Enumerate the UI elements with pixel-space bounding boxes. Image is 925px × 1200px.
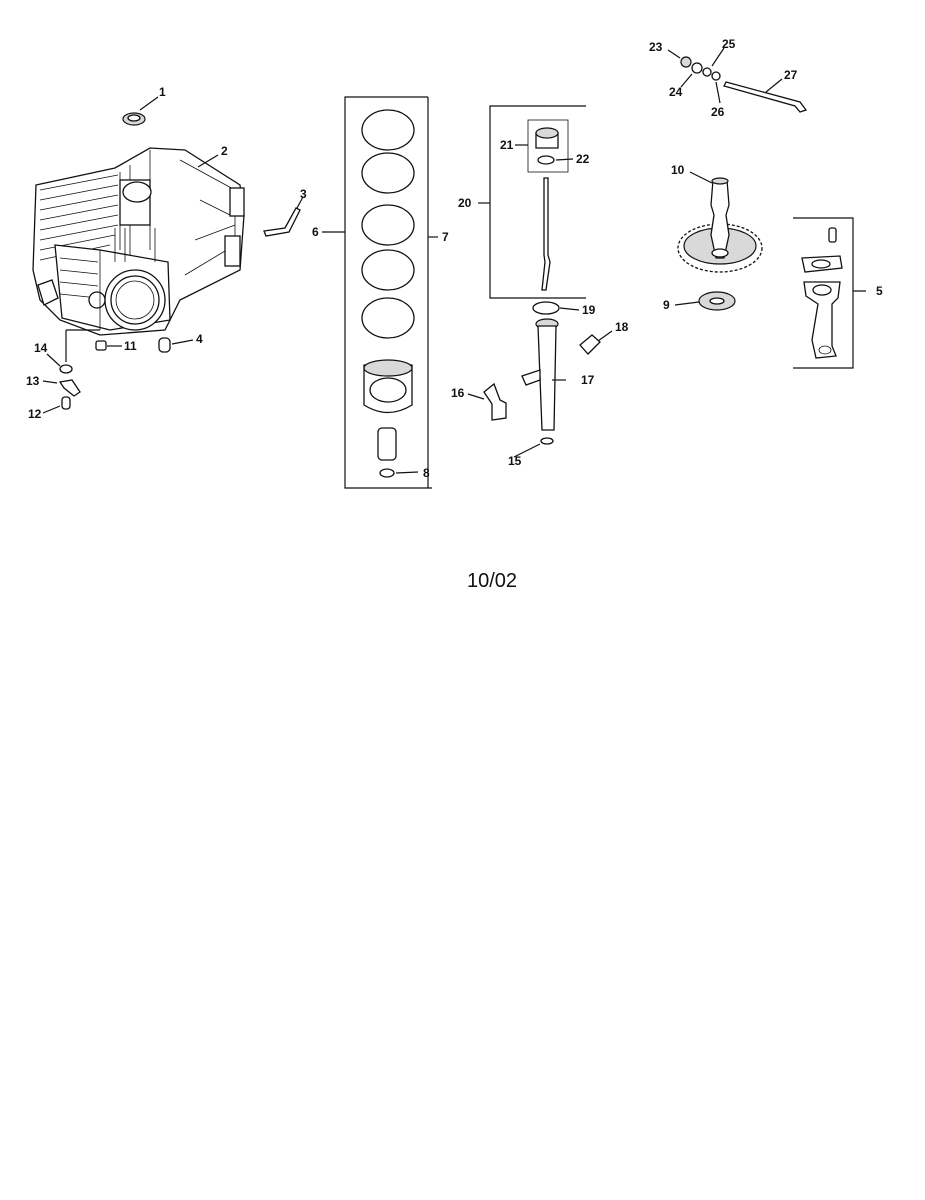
piston-kit-bracket	[344, 96, 432, 489]
callout-15: 15	[508, 454, 522, 468]
dipstick-cap-part	[527, 119, 569, 173]
crankcase-block-part	[32, 147, 245, 336]
callout-18: 18	[615, 320, 629, 334]
callout-7: 7	[442, 230, 449, 244]
callout-10: 10	[671, 163, 685, 177]
callout-27: 27	[784, 68, 798, 82]
callout-20: 20	[458, 196, 472, 210]
camshaft-gear-part	[677, 177, 763, 273]
breather-tube-part	[263, 207, 301, 237]
callout-5: 5	[876, 284, 883, 298]
small-hardware-parts	[58, 329, 100, 410]
piston-part	[363, 359, 413, 414]
oil-seal-part	[122, 112, 146, 126]
callout-4: 4	[196, 332, 203, 346]
callout-labels: 1 2 3 4 11 14 13 12 6 7 8 20 21 22 19 18…	[26, 37, 883, 480]
dipstick-tube-part	[521, 318, 559, 445]
callout-12: 12	[28, 407, 42, 421]
leader-lines	[42, 47, 783, 474]
callout-24: 24	[669, 85, 683, 99]
dipstick-bracket	[489, 105, 586, 299]
callout-6: 6	[312, 225, 319, 239]
o-ring-part	[532, 301, 560, 315]
callout-8: 8	[423, 466, 430, 480]
dipstick-part	[541, 177, 551, 291]
callout-11: 11	[124, 339, 137, 353]
bracket-part	[483, 382, 507, 421]
connecting-rod-part	[801, 227, 843, 359]
fitting-part	[579, 334, 601, 355]
callout-13: 13	[26, 374, 40, 388]
callout-26: 26	[711, 105, 725, 119]
governor-linkage-parts	[680, 56, 808, 113]
callout-23: 23	[649, 40, 663, 54]
callout-14: 14	[34, 341, 48, 355]
piston-rings-part	[361, 109, 415, 339]
washer-part	[698, 291, 736, 311]
date-code: 10/02	[467, 570, 517, 592]
callout-21: 21	[500, 138, 514, 152]
callout-16: 16	[451, 386, 465, 400]
callout-17: 17	[581, 373, 595, 387]
callout-1: 1	[159, 85, 166, 99]
callout-2: 2	[221, 144, 228, 158]
callout-19: 19	[582, 303, 596, 317]
callout-22: 22	[576, 152, 590, 166]
callout-25: 25	[722, 37, 736, 51]
callout-3: 3	[300, 187, 307, 201]
dowel-pin-part	[95, 337, 171, 353]
callout-9: 9	[663, 298, 670, 312]
piston-pin-part	[377, 427, 397, 478]
connecting-rod-bracket	[793, 217, 866, 369]
